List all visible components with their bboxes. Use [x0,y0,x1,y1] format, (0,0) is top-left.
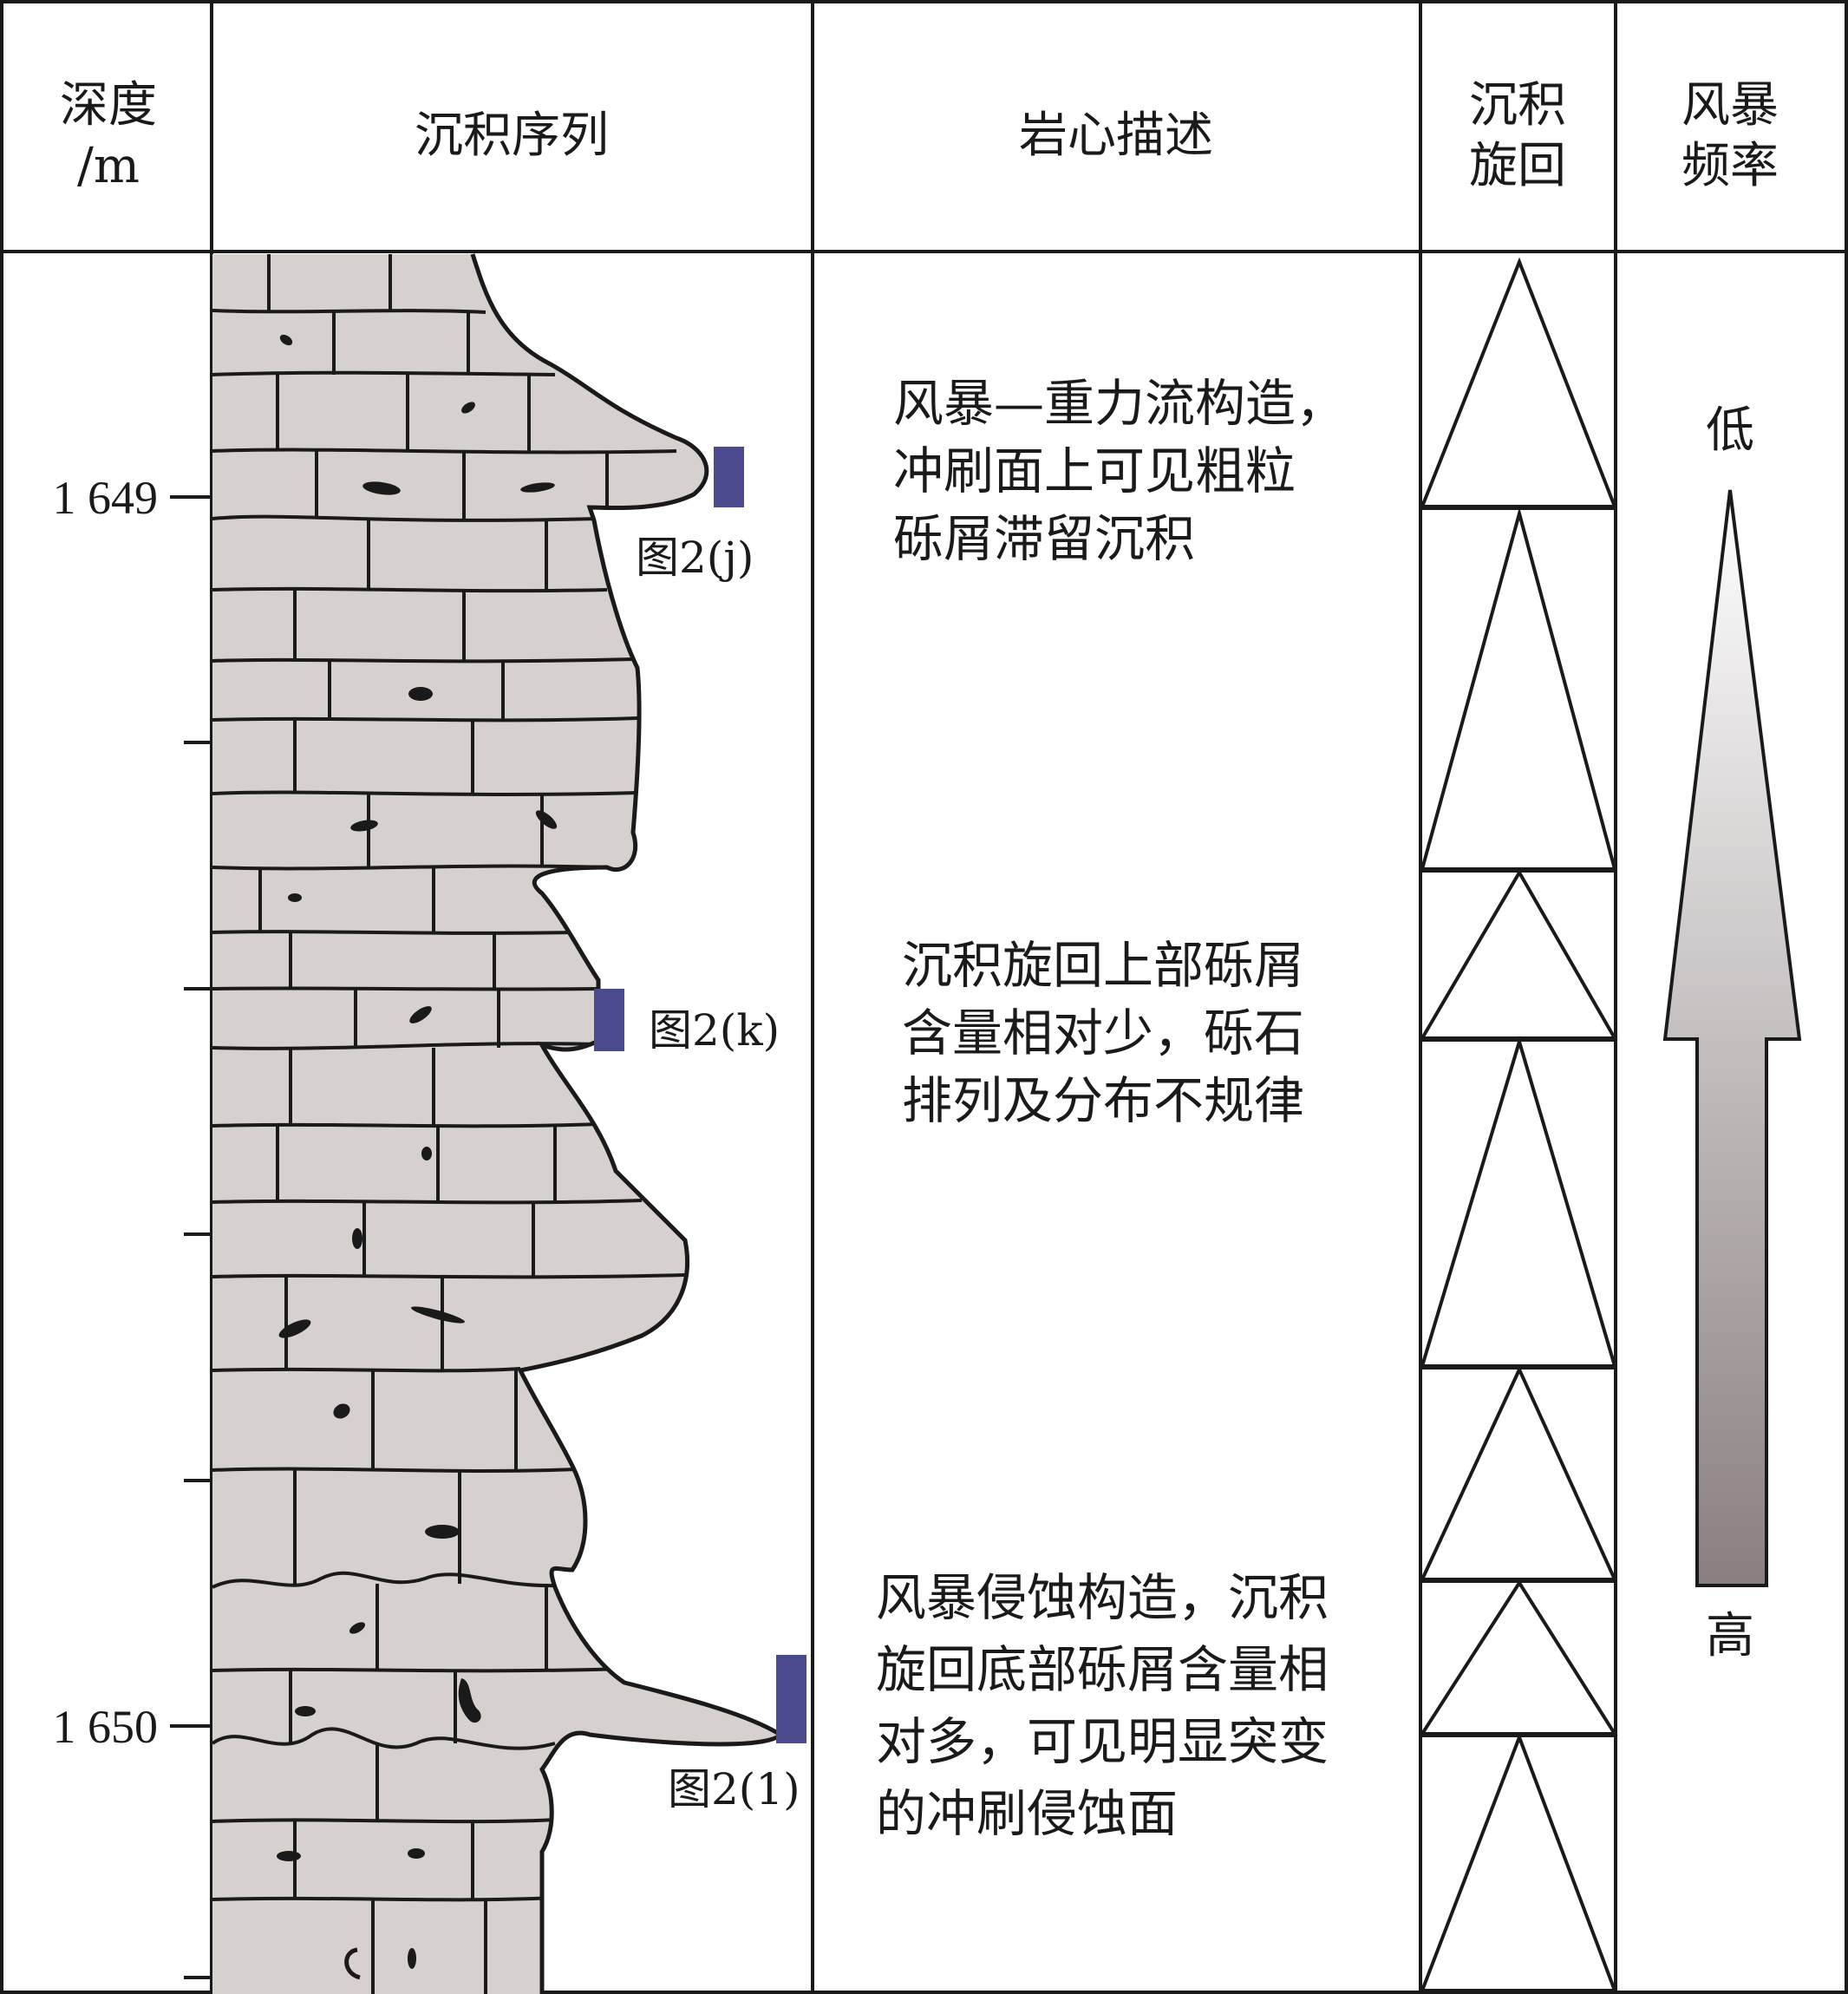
sedimentary-cycles [1419,257,1618,1992]
description-2-line-1: 沉积旋回上部砾屑 [902,936,1304,995]
cycle-triangle [1420,1035,1617,1368]
cycle-triangle [1419,869,1618,1040]
lithology-column [212,253,785,1994]
frequency-low-label: 低 [1706,402,1754,459]
description-3-line-4: 的冲刷侵蚀面 [876,1784,1178,1843]
description-3-line-1: 风暴侵蚀构造，沉积 [876,1568,1329,1627]
bedding-pattern [212,254,686,1994]
description-1-line-1: 风暴—重力流构造， [893,374,1346,433]
header-cycle-2: 旋回 [1469,138,1566,194]
photo-label-k: 图2(k) [649,1005,780,1056]
header-core-description: 岩心描述 [1019,108,1213,164]
header-frequency-1: 风暴 [1681,77,1779,134]
depth-label-1649: 1 649 [53,472,159,524]
photo-label-j: 图2(j) [636,533,754,583]
cycle-triangle [1420,257,1617,508]
cycle-triangle [1419,1365,1618,1581]
header-frequency-2: 频率 [1681,138,1779,194]
limestone-outline [470,253,785,1994]
frequency-high-label: 高 [1706,1608,1754,1664]
description-1-line-2: 冲刷面上可见粗粒 [893,441,1296,500]
description-3-line-2: 旋回底部砾屑含量相 [876,1640,1329,1699]
sample-marker-l [776,1655,806,1743]
description-2-line-2: 含量相对少，砾石 [902,1004,1304,1062]
storm-frequency-arrow: 低 高 [1662,402,1802,1664]
gravel-clasts [277,334,558,1980]
description-2-line-3: 排列及分布不规律 [902,1071,1304,1130]
sample-marker-j [714,447,744,507]
header-cycle-1: 沉积 [1469,77,1566,134]
header-sequence: 沉积序列 [415,108,609,164]
cycle-triangle [1419,1579,1618,1736]
header-row: 深度 /m 沉积序列 岩心描述 沉积 旋回 风暴 频率 [60,77,1779,194]
frequency-arrow [1662,489,1802,1587]
photo-markers: 图2(j) 图2(k) 图2(1) [594,447,806,1814]
sample-marker-k [594,989,624,1051]
description-3-line-3: 对多，可见明显突变 [876,1712,1329,1771]
cycle-triangle [1420,507,1617,871]
cycle-triangle [1420,1732,1617,1992]
core-descriptions: 风暴—重力流构造， 冲刷面上可见粗粒 砾屑滞留沉积 沉积旋回上部砾屑 含量相对少… [876,374,1346,1843]
depth-axis [170,495,212,1979]
header-depth: 深度 [60,77,157,134]
depth-label-1650: 1 650 [53,1701,159,1753]
photo-label-l: 图2(1) [668,1764,800,1814]
header-depth-unit: /m [77,138,140,194]
description-1-line-3: 砾屑滞留沉积 [893,509,1195,568]
